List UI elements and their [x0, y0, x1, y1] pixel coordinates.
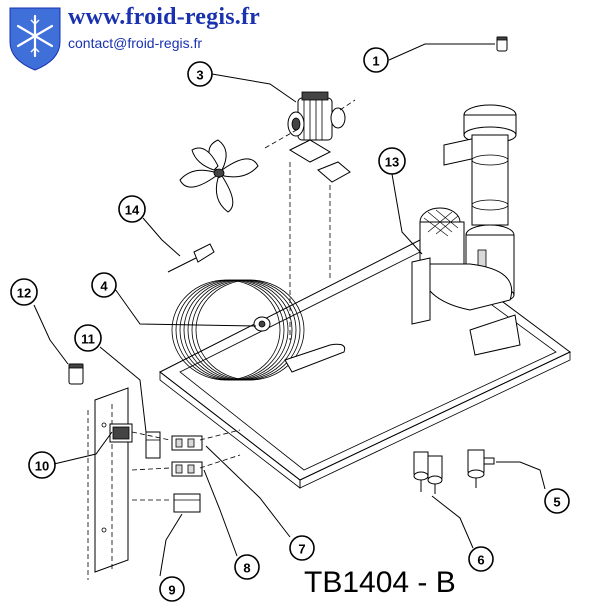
fan-blade [179, 139, 259, 213]
callout-6: 6 [468, 546, 494, 572]
svg-text:6: 6 [477, 553, 484, 568]
callout-4: 4 [91, 272, 117, 298]
svg-text:5: 5 [553, 495, 560, 510]
callout-9: 9 [159, 576, 185, 602]
svg-text:4: 4 [100, 279, 108, 294]
leader-lines [33, 43, 546, 577]
relay-7 [171, 435, 203, 451]
callout-11: 11 [74, 324, 102, 352]
svg-text:1: 1 [372, 54, 379, 69]
fan-motor [264, 91, 356, 340]
diagram-reference: TB1404 - B [304, 566, 456, 599]
contact-email[interactable]: contact@froid-regis.fr [68, 35, 203, 51]
part-1 [496, 36, 508, 52]
svg-text:10: 10 [35, 459, 49, 474]
callout-14: 14 [118, 195, 146, 223]
snowflake-logo-icon [9, 7, 61, 71]
callout-8: 8 [234, 554, 260, 580]
solenoid-valve-5 [467, 449, 495, 488]
svg-text:12: 12 [17, 286, 31, 301]
part-11 [145, 431, 161, 459]
callout-1: 1 [363, 47, 389, 73]
callout-10: 10 [28, 451, 56, 479]
callout-7: 7 [289, 535, 315, 561]
part-12 [68, 363, 84, 385]
relay-8 [171, 461, 203, 477]
solenoid-valves-6 [413, 451, 443, 494]
pump-motor [411, 207, 512, 325]
svg-text:7: 7 [298, 542, 305, 557]
condenser-coil [171, 279, 346, 381]
callout-5: 5 [544, 488, 570, 514]
svg-text:8: 8 [243, 561, 250, 576]
svg-text:3: 3 [196, 68, 203, 83]
svg-text:14: 14 [125, 203, 140, 218]
callout-13: 13 [378, 147, 406, 175]
callout-3: 3 [187, 61, 213, 87]
switch-10 [109, 423, 133, 443]
svg-text:9: 9 [168, 583, 175, 598]
probe [167, 243, 215, 273]
svg-text:11: 11 [81, 332, 95, 347]
svg-text:13: 13 [385, 155, 399, 170]
callout-12: 12 [10, 278, 38, 306]
capacitor-9 [173, 493, 201, 513]
electrical-panel [87, 387, 129, 580]
website-url[interactable]: www.froid-regis.fr [68, 4, 261, 30]
